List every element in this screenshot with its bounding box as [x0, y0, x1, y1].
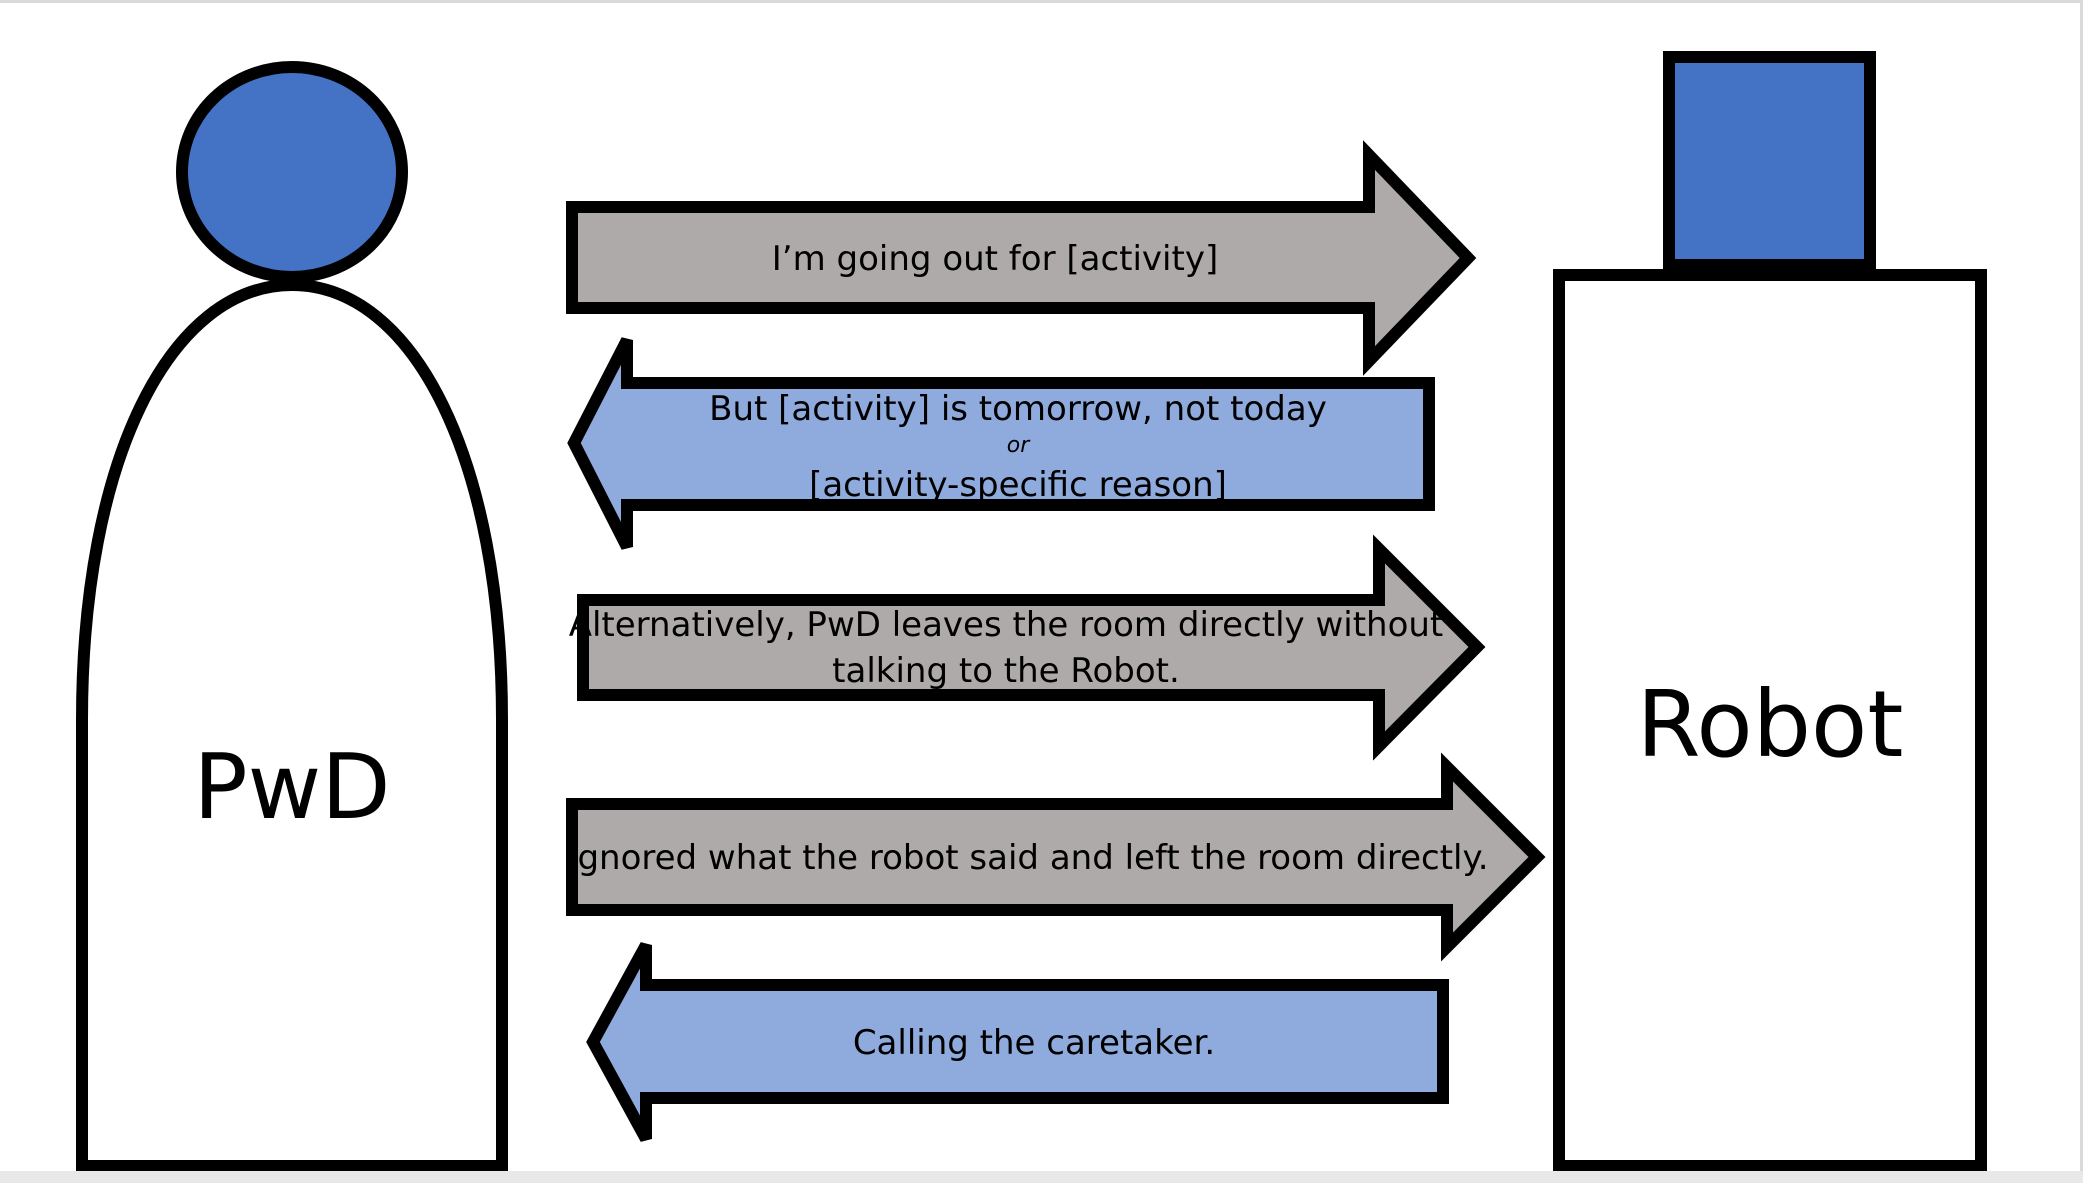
message-3-line-1: Alternatively, PwD leaves the room direc… — [569, 605, 1444, 645]
message-arrow-2: But [activity] is tomorrow, not today or… — [567, 337, 1435, 550]
message-2-line-2: [activity-specific reason] — [809, 465, 1227, 505]
arrow-right-shape — [566, 752, 1546, 962]
robot-figure: Robot — [1553, 51, 1987, 1172]
robot-head — [1663, 51, 1876, 271]
pwd-figure: PwD — [76, 61, 508, 1172]
pwd-body — [76, 278, 508, 1172]
message-2-line-1: But [activity] is tomorrow, not today — [709, 389, 1327, 429]
message-arrow-5: Calling the caretaker. — [586, 942, 1449, 1142]
robot-body — [1553, 269, 1987, 1172]
message-arrow-1: I’m going out for [activity] — [566, 140, 1477, 376]
message-3-line-2: talking to the Robot. — [832, 651, 1180, 691]
message-1-text: I’m going out for [activity] — [772, 239, 1218, 279]
arrow-right-shape — [566, 140, 1477, 376]
message-4-text: Ignored what the robot said and left the… — [567, 838, 1488, 878]
message-5-text: Calling the caretaker. — [853, 1023, 1215, 1063]
arrow-left-shape — [567, 337, 1435, 550]
message-arrow-3: Alternatively, PwD leaves the room direc… — [569, 534, 1486, 761]
message-arrow-4: Ignored what the robot said and left the… — [566, 752, 1546, 962]
slide-bottom-band — [0, 1171, 2083, 1183]
pwd-head — [176, 61, 408, 283]
robot-label: Robot — [1637, 671, 1904, 778]
pwd-label: PwD — [193, 735, 390, 840]
arrow-right-shape — [577, 534, 1486, 761]
arrow-left-shape — [586, 942, 1449, 1142]
message-2-or: or — [1007, 433, 1031, 458]
